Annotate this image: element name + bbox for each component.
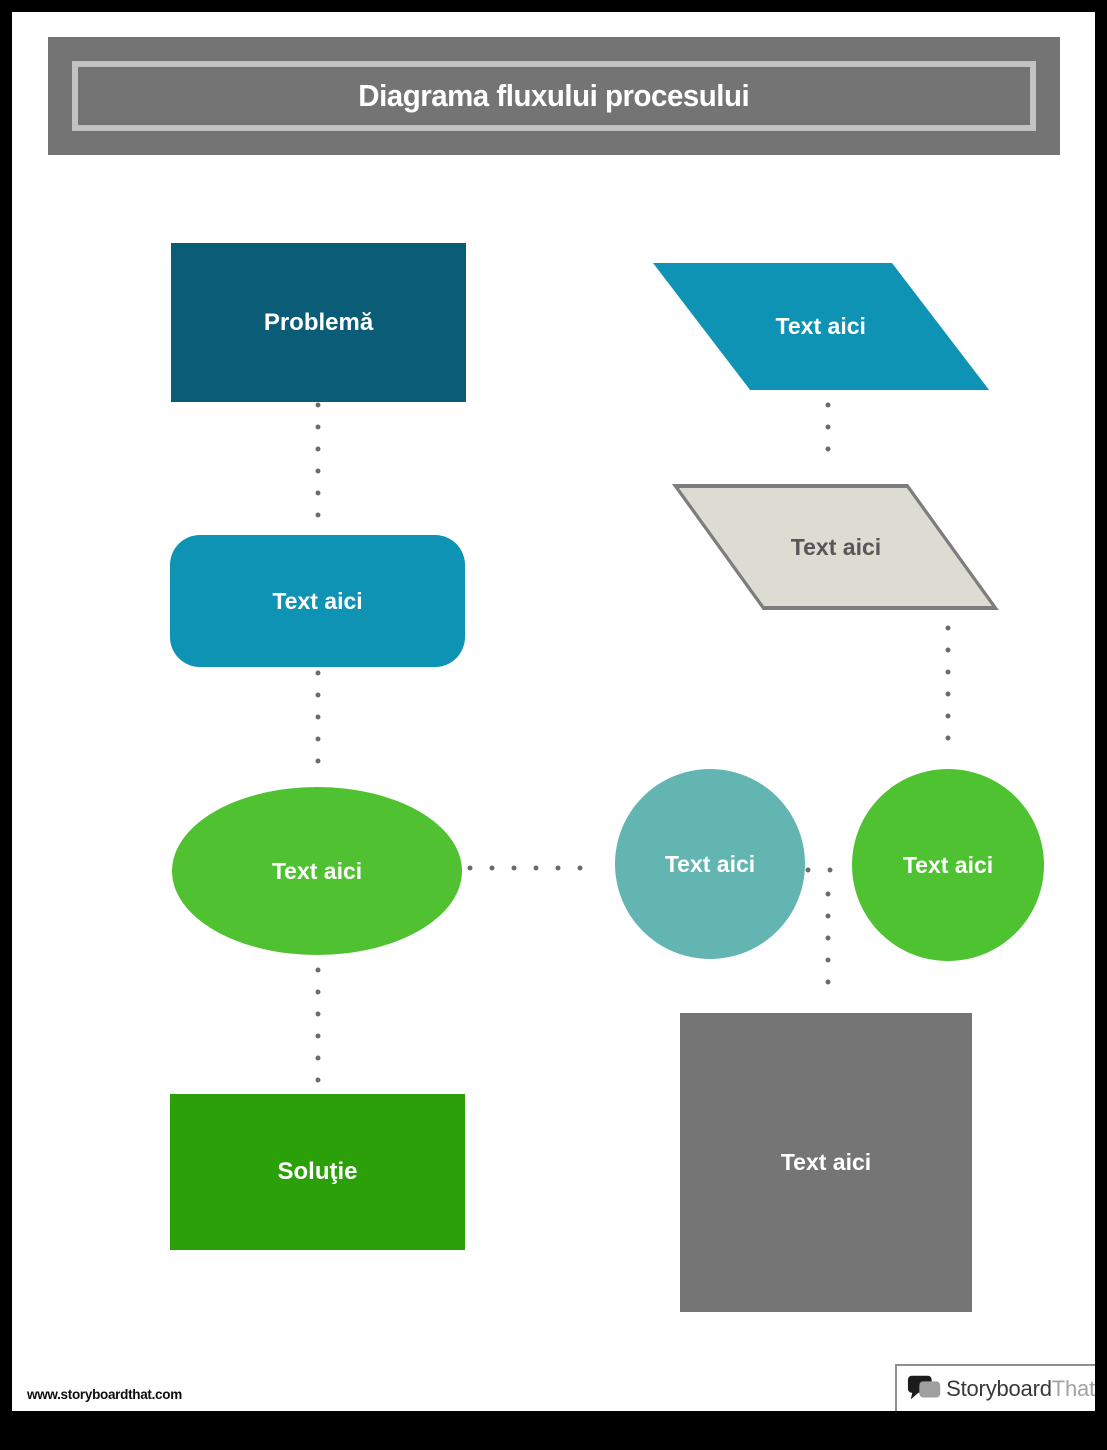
speech-bubbles-icon bbox=[907, 1375, 941, 1399]
node-data-label: Text aici bbox=[790, 533, 881, 560]
node-input-label: Text aici bbox=[775, 313, 867, 339]
title-banner: Diagrama fluxului procesului bbox=[48, 37, 1060, 155]
node-problem-label: Problemă bbox=[263, 308, 374, 336]
node-circle-teal[interactable]: Text aici bbox=[615, 769, 805, 959]
page-title: Diagrama fluxului procesului bbox=[358, 78, 750, 113]
node-process-rounded-rectangle[interactable]: Text aici bbox=[170, 535, 465, 667]
node-solution-rectangle[interactable]: Soluţie bbox=[170, 1094, 465, 1250]
node-process-label: Text aici bbox=[272, 587, 363, 614]
logo-wordmark: StoryboardThat bbox=[946, 1376, 1095, 1402]
storyboardthat-logo: StoryboardThat bbox=[895, 1364, 1095, 1411]
node-data-parallelogram[interactable]: Text aici bbox=[672, 484, 999, 610]
node-problem-rectangle[interactable]: Problemă bbox=[171, 243, 466, 402]
node-square[interactable]: Text aici bbox=[680, 1013, 972, 1312]
footer-url: www.storyboardthat.com bbox=[27, 1387, 182, 1402]
node-ellipse-label: Text aici bbox=[271, 857, 363, 884]
worksheet-page: Diagrama fluxului procesului Problemă Te… bbox=[12, 12, 1095, 1411]
node-ellipse[interactable]: Text aici bbox=[172, 787, 462, 955]
logo-storyboard-text: Storyboard bbox=[946, 1375, 1052, 1401]
node-circle-green-label: Text aici bbox=[902, 851, 994, 878]
node-solution-label: Soluţie bbox=[277, 1158, 358, 1185]
node-input-parallelogram[interactable]: Text aici bbox=[653, 263, 990, 390]
node-circle-green[interactable]: Text aici bbox=[852, 769, 1044, 961]
node-circle-teal-label: Text aici bbox=[664, 850, 756, 877]
logo-that-text: That bbox=[1051, 1375, 1095, 1401]
node-square-label: Text aici bbox=[780, 1149, 872, 1175]
